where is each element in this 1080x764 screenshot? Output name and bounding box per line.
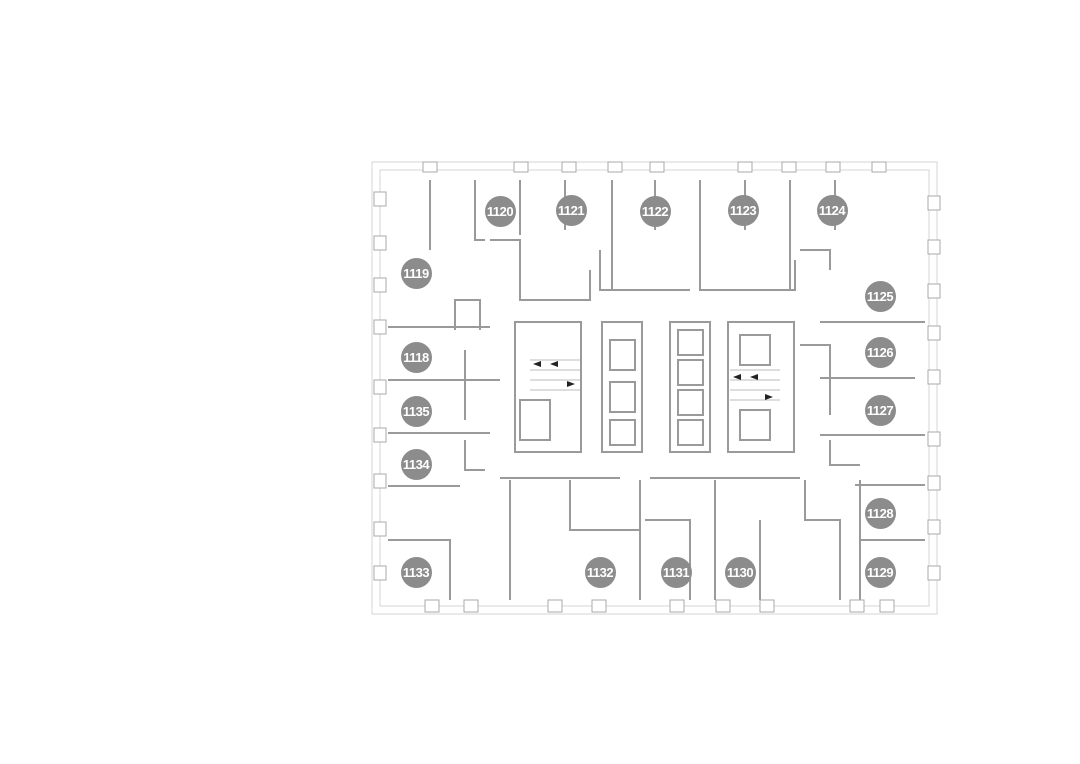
unit-badge-1119[interactable]: 1119: [400, 257, 432, 289]
walls: [388, 180, 925, 600]
unit-badge-1130[interactable]: 1130: [724, 556, 756, 588]
unit-badge-1125[interactable]: 1125: [864, 280, 896, 312]
stairs: [530, 359, 780, 401]
unit-badge-1120[interactable]: 1120: [484, 195, 516, 227]
unit-badge-1131[interactable]: 1131: [660, 556, 692, 588]
unit-badge-1126[interactable]: 1126: [864, 336, 896, 368]
unit-badge-1129[interactable]: 1129: [864, 556, 896, 588]
unit-badge-1132[interactable]: 1132: [584, 556, 616, 588]
window-bays: [373, 161, 941, 613]
unit-badge-1133[interactable]: 1133: [400, 556, 432, 588]
stair-arrows: [533, 361, 773, 400]
unit-badge-1118[interactable]: 1118: [400, 341, 432, 373]
unit-badge-1122[interactable]: 1122: [639, 195, 671, 227]
unit-badge-1123[interactable]: 1123: [727, 194, 759, 226]
unit-badge-1134[interactable]: 1134: [400, 448, 432, 480]
unit-badge-1124[interactable]: 1124: [816, 194, 848, 226]
unit-badge-1128[interactable]: 1128: [864, 497, 896, 529]
unit-badge-1127[interactable]: 1127: [864, 394, 896, 426]
unit-badge-1135[interactable]: 1135: [400, 395, 432, 427]
unit-badge-1121[interactable]: 1121: [555, 194, 587, 226]
